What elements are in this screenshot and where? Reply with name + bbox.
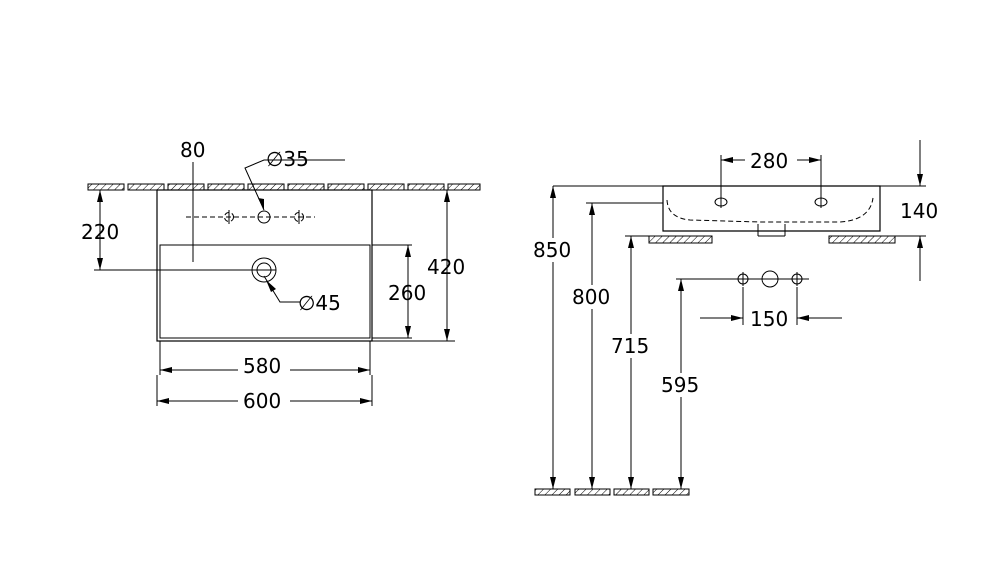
wall-bracket-right bbox=[828, 235, 896, 244]
dim-bowl-depth: 260 bbox=[388, 281, 426, 305]
diameter-symbol-45: ∅ bbox=[298, 291, 315, 315]
dim-waste-hole: 45 bbox=[315, 291, 340, 315]
dim-basin-height: 140 bbox=[900, 199, 938, 223]
svg-text:∅35: ∅35 bbox=[266, 147, 309, 171]
waste-hole bbox=[160, 257, 277, 283]
floor-tiles bbox=[534, 488, 690, 496]
dim-overall-width: 600 bbox=[243, 389, 281, 413]
bowl-outline bbox=[159, 244, 371, 339]
dim-tap-height: 220 bbox=[81, 220, 119, 244]
svg-text:∅45: ∅45 bbox=[298, 291, 341, 315]
wall-tiles bbox=[87, 183, 481, 191]
tap-holes bbox=[186, 210, 315, 224]
dim-tap-holes-spacing: 150 bbox=[750, 307, 788, 331]
basin-outline bbox=[156, 189, 373, 342]
dim-rim-height: 850 bbox=[533, 238, 571, 262]
dim-underside: 715 bbox=[611, 334, 649, 358]
dim-hole-spacing: 280 bbox=[750, 149, 788, 173]
dim-tap-holes-height: 595 bbox=[661, 373, 699, 397]
diameter-symbol-35: ∅ bbox=[266, 147, 283, 171]
dim-tap-offset: 80 bbox=[180, 138, 205, 162]
dim-overall-depth: 420 bbox=[427, 255, 465, 279]
wall-bracket-left bbox=[648, 235, 713, 244]
side-view: 280 140 850 800 715 bbox=[533, 140, 938, 496]
dim-tap-hole: 35 bbox=[283, 147, 308, 171]
dim-bowl-bottom: 800 bbox=[572, 285, 610, 309]
top-view: 80 ∅35 ∅45 220 420 260 bbox=[81, 138, 481, 413]
basin-profile bbox=[662, 185, 881, 232]
dim-bowl-width: 580 bbox=[243, 354, 281, 378]
